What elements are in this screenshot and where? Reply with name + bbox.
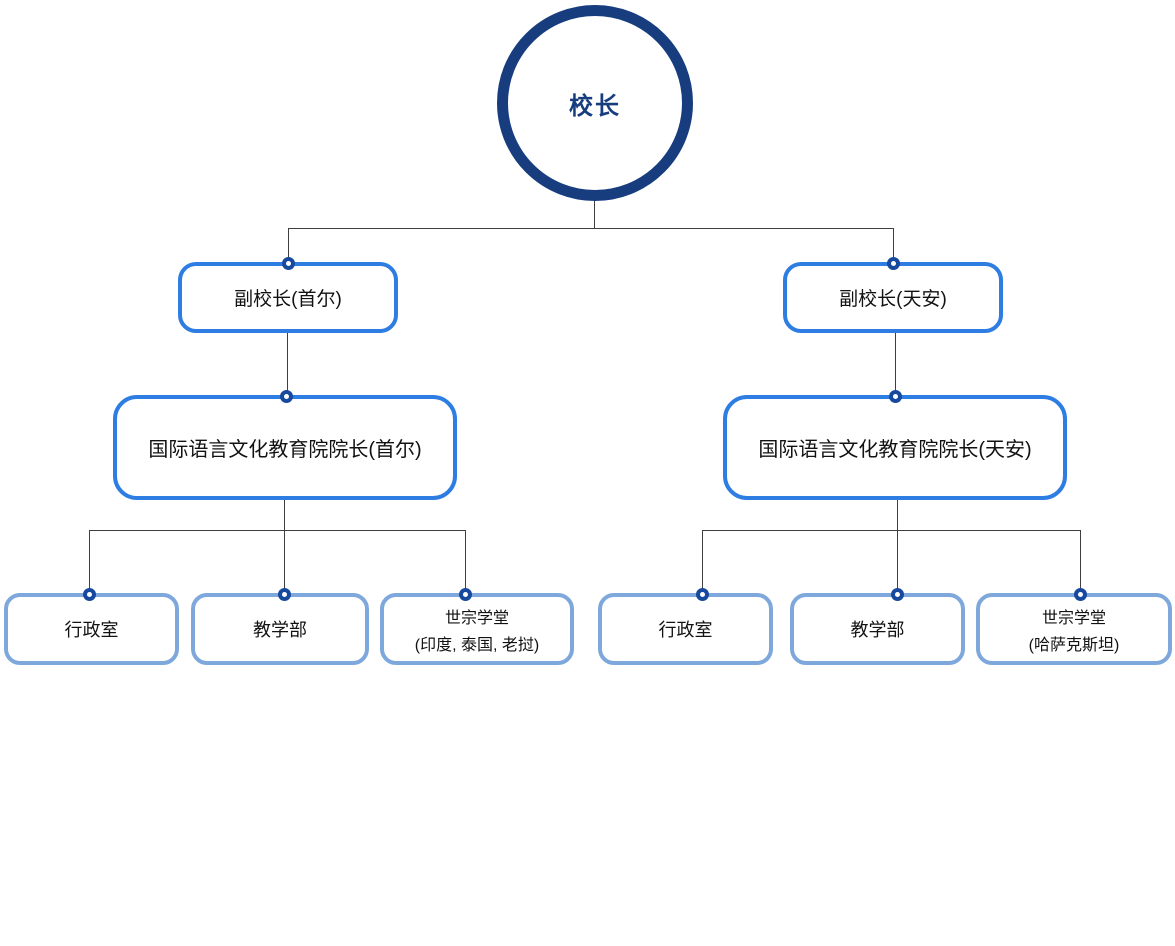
connector-dot [889,390,902,403]
connector [284,500,285,530]
node-sejong-institute-cheonan: 世宗学堂 (哈萨克斯坦) [976,593,1172,665]
node-admin-office-seoul: 行政室 [4,593,179,665]
connector [895,333,896,396]
node-sublabel: (哈萨克斯坦) [1028,636,1120,654]
node-vice-principal-seoul: 副校长(首尔) [178,262,398,333]
node-principal: 校长 [497,5,693,201]
connector [287,333,288,396]
connector [284,530,285,594]
node-label: 教学部 [850,620,905,640]
node-label: 国际语言文化教育院院长(天安) [758,439,1032,461]
connector [893,228,894,263]
node-label: 世宗学堂 [444,609,509,627]
node-teaching-dept-seoul: 教学部 [191,593,369,665]
connector [702,530,1081,531]
connector [288,228,289,263]
connector [594,197,595,228]
connector-dot [278,588,291,601]
connector [897,530,898,594]
node-vice-principal-cheonan: 副校长(天安) [783,262,1003,333]
node-label: 副校长(首尔) [234,289,342,310]
connector [288,228,894,229]
node-institute-director-seoul: 国际语言文化教育院院长(首尔) [113,395,457,500]
node-principal-label: 校长 [569,92,621,120]
node-sejong-institute-seoul: 世宗学堂 (印度, 泰国, 老挝) [380,593,574,665]
connector-dot [459,588,472,601]
node-label: 教学部 [253,620,307,640]
connector-dot [696,588,709,601]
connector [897,500,898,530]
connector-dot [282,257,295,270]
node-label: 行政室 [64,620,119,640]
connector-dot [1074,588,1087,601]
node-label: 国际语言文化教育院院长(首尔) [148,439,422,461]
connector [89,530,466,531]
connector-dot [83,588,96,601]
node-institute-director-cheonan: 国际语言文化教育院院长(天安) [723,395,1067,500]
node-label: 副校长(天安) [839,289,947,310]
node-admin-office-cheonan: 行政室 [598,593,773,665]
node-label: 世宗学堂 [1041,609,1106,627]
node-label: 行政室 [658,620,713,640]
connector [702,530,703,594]
node-sublabel: (印度, 泰国, 老挝) [414,636,540,654]
connector-dot [887,257,900,270]
connector [465,530,466,594]
connector-dot [891,588,904,601]
connector [89,530,90,594]
connector-dot [280,390,293,403]
node-teaching-dept-cheonan: 教学部 [790,593,965,665]
connector [1080,530,1081,594]
